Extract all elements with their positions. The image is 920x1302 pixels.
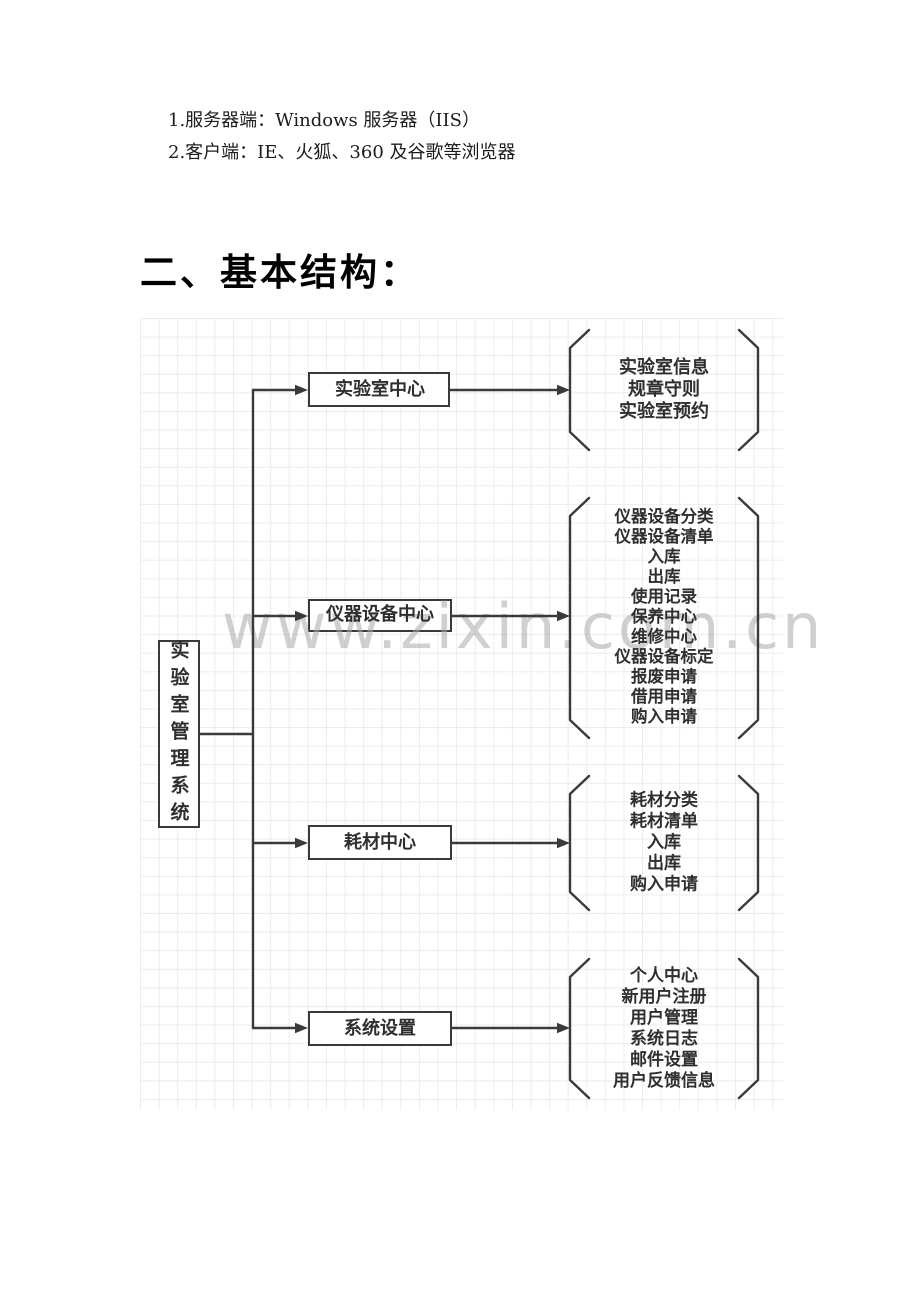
leaf-item: 报废申请 (631, 667, 697, 686)
leaf-item: 仪器设备标定 (614, 647, 714, 666)
connector-strokes (198, 328, 760, 1100)
right-brace-group1 (737, 328, 760, 452)
leaf-item: 个人中心 (630, 966, 698, 986)
branch-label-system-settings: 系统设置 (344, 1018, 416, 1039)
branch-label-equipment-center: 仪器设备中心 (326, 604, 434, 625)
leaf-item: 出库 (647, 567, 681, 586)
arrowhead-icon (295, 610, 308, 622)
arrowhead-icon (295, 384, 308, 396)
branch-label-lab-center: 实验室中心 (335, 379, 425, 400)
leaf-list-equipment-center: 仪器设备分类仪器设备清单入库出库使用记录保养中心维修中心仪器设备标定报废申请借用… (570, 507, 758, 727)
leaf-item: 实验室信息 (619, 357, 709, 378)
leaf-item: 用户反馈信息 (613, 1071, 715, 1091)
leaf-item: 耗材清单 (630, 811, 698, 832)
leaf-item: 邮件设置 (630, 1050, 698, 1070)
branch-node-box-equipment-center (308, 599, 452, 632)
branch-node-box-lab-center (308, 372, 450, 407)
leaf-list-system-settings: 个人中心新用户注册用户管理系统日志邮件设置用户反馈信息 (570, 966, 758, 1092)
intro-line-server: 1.服务器端：Windows 服务器（IIS） (168, 110, 480, 131)
leaf-item: 使用记录 (631, 587, 697, 606)
leaf-item: 新用户注册 (621, 987, 707, 1007)
right-brace-group3 (737, 774, 760, 912)
leaf-item: 入库 (647, 832, 681, 853)
branch-node-box-system-settings (308, 1011, 452, 1046)
arrowheads (295, 384, 570, 1034)
arrowhead-icon (557, 1022, 570, 1034)
arrowhead-icon (557, 384, 570, 396)
branch-label-consumables-center: 耗材中心 (344, 832, 416, 853)
root-node-box (158, 640, 200, 828)
structure-diagram: www.zixin.com.cn (140, 318, 821, 1110)
leaf-item: 入库 (647, 547, 681, 566)
arrowhead-icon (295, 837, 308, 849)
leaf-item: 系统日志 (630, 1029, 698, 1049)
leaf-item: 仪器设备分类 (614, 507, 714, 526)
leaf-item: 实验室预约 (619, 401, 709, 422)
arrowhead-icon (295, 1022, 308, 1034)
right-brace-group4 (737, 957, 760, 1100)
leaf-item: 出库 (647, 853, 681, 874)
right-brace-group2 (737, 496, 760, 740)
arrowhead-icon (557, 837, 570, 849)
left-brace-group2 (568, 496, 591, 740)
leaf-item: 保养中心 (631, 607, 697, 626)
leaf-list-consumables-center: 耗材分类耗材清单入库出库购入申请 (570, 791, 758, 896)
arrowhead-icon (557, 610, 570, 622)
connector-lines (198, 328, 760, 1100)
left-brace-group4 (568, 957, 591, 1100)
leaf-item: 购入申请 (630, 874, 698, 895)
root-node-label: 实验室管理系统 (167, 639, 190, 829)
leaf-item: 购入申请 (631, 707, 697, 726)
leaf-item: 借用申请 (631, 687, 697, 706)
leaf-list-lab-center: 实验室信息规章守则实验室预约 (570, 357, 758, 423)
leaf-item: 耗材分类 (630, 790, 698, 811)
leaf-item: 维修中心 (631, 627, 697, 646)
leaf-item: 仪器设备清单 (614, 527, 714, 546)
leaf-item: 用户管理 (630, 1008, 698, 1028)
leaf-item: 规章守则 (628, 379, 700, 400)
section-heading: 二、基本结构： (140, 251, 420, 294)
intro-line-client: 2.客户端：IE、火狐、360 及谷歌等浏览器 (168, 142, 516, 163)
